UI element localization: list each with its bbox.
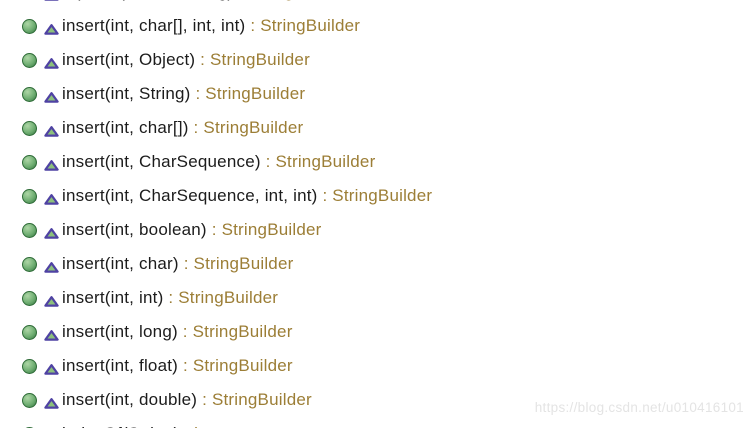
completion-item[interactable]: insert(int, Object) : StringBuilder	[0, 43, 750, 77]
type-separator: :	[179, 424, 194, 428]
return-type: StringBuilder	[192, 356, 293, 375]
type-separator: :	[188, 118, 204, 137]
up-triangle-icon	[44, 23, 59, 35]
type-separator: :	[163, 288, 179, 307]
method-signature: replace(int, int, String)	[62, 0, 233, 2]
up-triangle-icon	[44, 329, 59, 341]
type-separator: :	[245, 16, 261, 35]
type-separator: :	[190, 84, 206, 103]
up-triangle-icon	[44, 397, 59, 409]
method-signature: insert(int, boolean)	[62, 220, 207, 239]
method-signature: insert(int, char)	[62, 254, 179, 273]
up-triangle-icon	[44, 193, 59, 205]
return-type: StringBuilder	[260, 16, 361, 35]
method-icon	[22, 52, 37, 68]
type-separator: :	[195, 50, 211, 69]
return-type: StringBuilder	[210, 50, 310, 69]
method-signature: insert(int, double)	[62, 390, 198, 409]
method-signature: insert(int, char[])	[62, 118, 189, 137]
method-signature: insert(int, char[], int, int)	[62, 16, 246, 35]
completion-item[interactable]: replace(int, int, String) : StringBuilde…	[0, 0, 750, 9]
method-icon	[22, 120, 37, 136]
completion-item[interactable]: insert(int, double) : StringBuilder	[0, 383, 750, 417]
up-triangle-icon	[44, 159, 59, 171]
completion-item[interactable]: insert(int, CharSequence, int, int) : St…	[0, 179, 750, 213]
type-separator: :	[317, 186, 333, 205]
up-triangle-icon	[44, 363, 59, 375]
return-type: StringBuilder	[178, 288, 279, 307]
method-signature: insert(int, Object)	[62, 50, 196, 69]
return-type: StringBuilder	[275, 152, 376, 171]
up-triangle-icon	[44, 295, 59, 307]
up-triangle-icon	[44, 91, 59, 103]
method-icon	[22, 392, 37, 408]
return-type: StringBuilder	[193, 254, 294, 273]
return-type: StringBuilder	[211, 390, 312, 409]
type-separator: :	[177, 322, 193, 341]
method-icon	[22, 18, 37, 34]
type-separator: :	[206, 220, 222, 239]
completion-item[interactable]: insert(int, char[]) : StringBuilder	[0, 111, 750, 145]
method-signature: insert(int, float)	[62, 356, 179, 375]
completion-item[interactable]: insert(int, int) : StringBuilder	[0, 281, 750, 315]
completion-item[interactable]: indexOf(String) : int	[0, 417, 750, 428]
completion-item[interactable]: insert(int, CharSequence) : StringBuilde…	[0, 145, 750, 179]
return-type: StringBuilder	[192, 322, 293, 341]
method-signature: insert(int, String)	[62, 84, 191, 103]
completion-item[interactable]: insert(int, char) : StringBuilder	[0, 247, 750, 281]
method-icon	[22, 86, 37, 102]
return-type: StringBuilder	[203, 118, 304, 137]
up-triangle-icon	[44, 57, 59, 69]
completion-item[interactable]: insert(int, long) : StringBuilder	[0, 315, 750, 349]
method-icon	[22, 222, 37, 238]
up-triangle-icon	[44, 125, 59, 137]
method-signature: indexOf(String)	[62, 424, 179, 428]
return-type: StringBuilder	[332, 186, 433, 205]
type-separator: :	[178, 254, 194, 273]
method-signature: insert(int, CharSequence)	[62, 152, 261, 171]
type-separator: :	[197, 390, 212, 409]
up-triangle-icon	[44, 261, 59, 273]
completion-item[interactable]: insert(int, char[], int, int) : StringBu…	[0, 9, 750, 43]
completion-item[interactable]: insert(int, float) : StringBuilder	[0, 349, 750, 383]
method-icon	[22, 256, 37, 272]
up-triangle-icon	[44, 0, 59, 1]
method-icon	[22, 154, 37, 170]
method-icon	[22, 290, 37, 306]
method-icon	[22, 324, 37, 340]
type-separator: :	[178, 356, 193, 375]
method-signature: insert(int, int)	[62, 288, 164, 307]
return-type: StringBuilder	[205, 84, 306, 103]
method-signature: insert(int, CharSequence, int, int)	[62, 186, 318, 205]
method-signature: insert(int, long)	[62, 322, 178, 341]
up-triangle-icon	[44, 227, 59, 239]
method-icon	[22, 358, 37, 374]
completion-item[interactable]: insert(int, String) : StringBuilder	[0, 77, 750, 111]
return-type: StringBuilder	[248, 0, 348, 2]
completion-item[interactable]: insert(int, boolean) : StringBuilder	[0, 213, 750, 247]
type-separator: :	[260, 152, 276, 171]
method-icon	[22, 188, 37, 204]
return-type: int	[194, 424, 213, 428]
return-type: StringBuilder	[221, 220, 322, 239]
type-separator: :	[233, 0, 248, 2]
